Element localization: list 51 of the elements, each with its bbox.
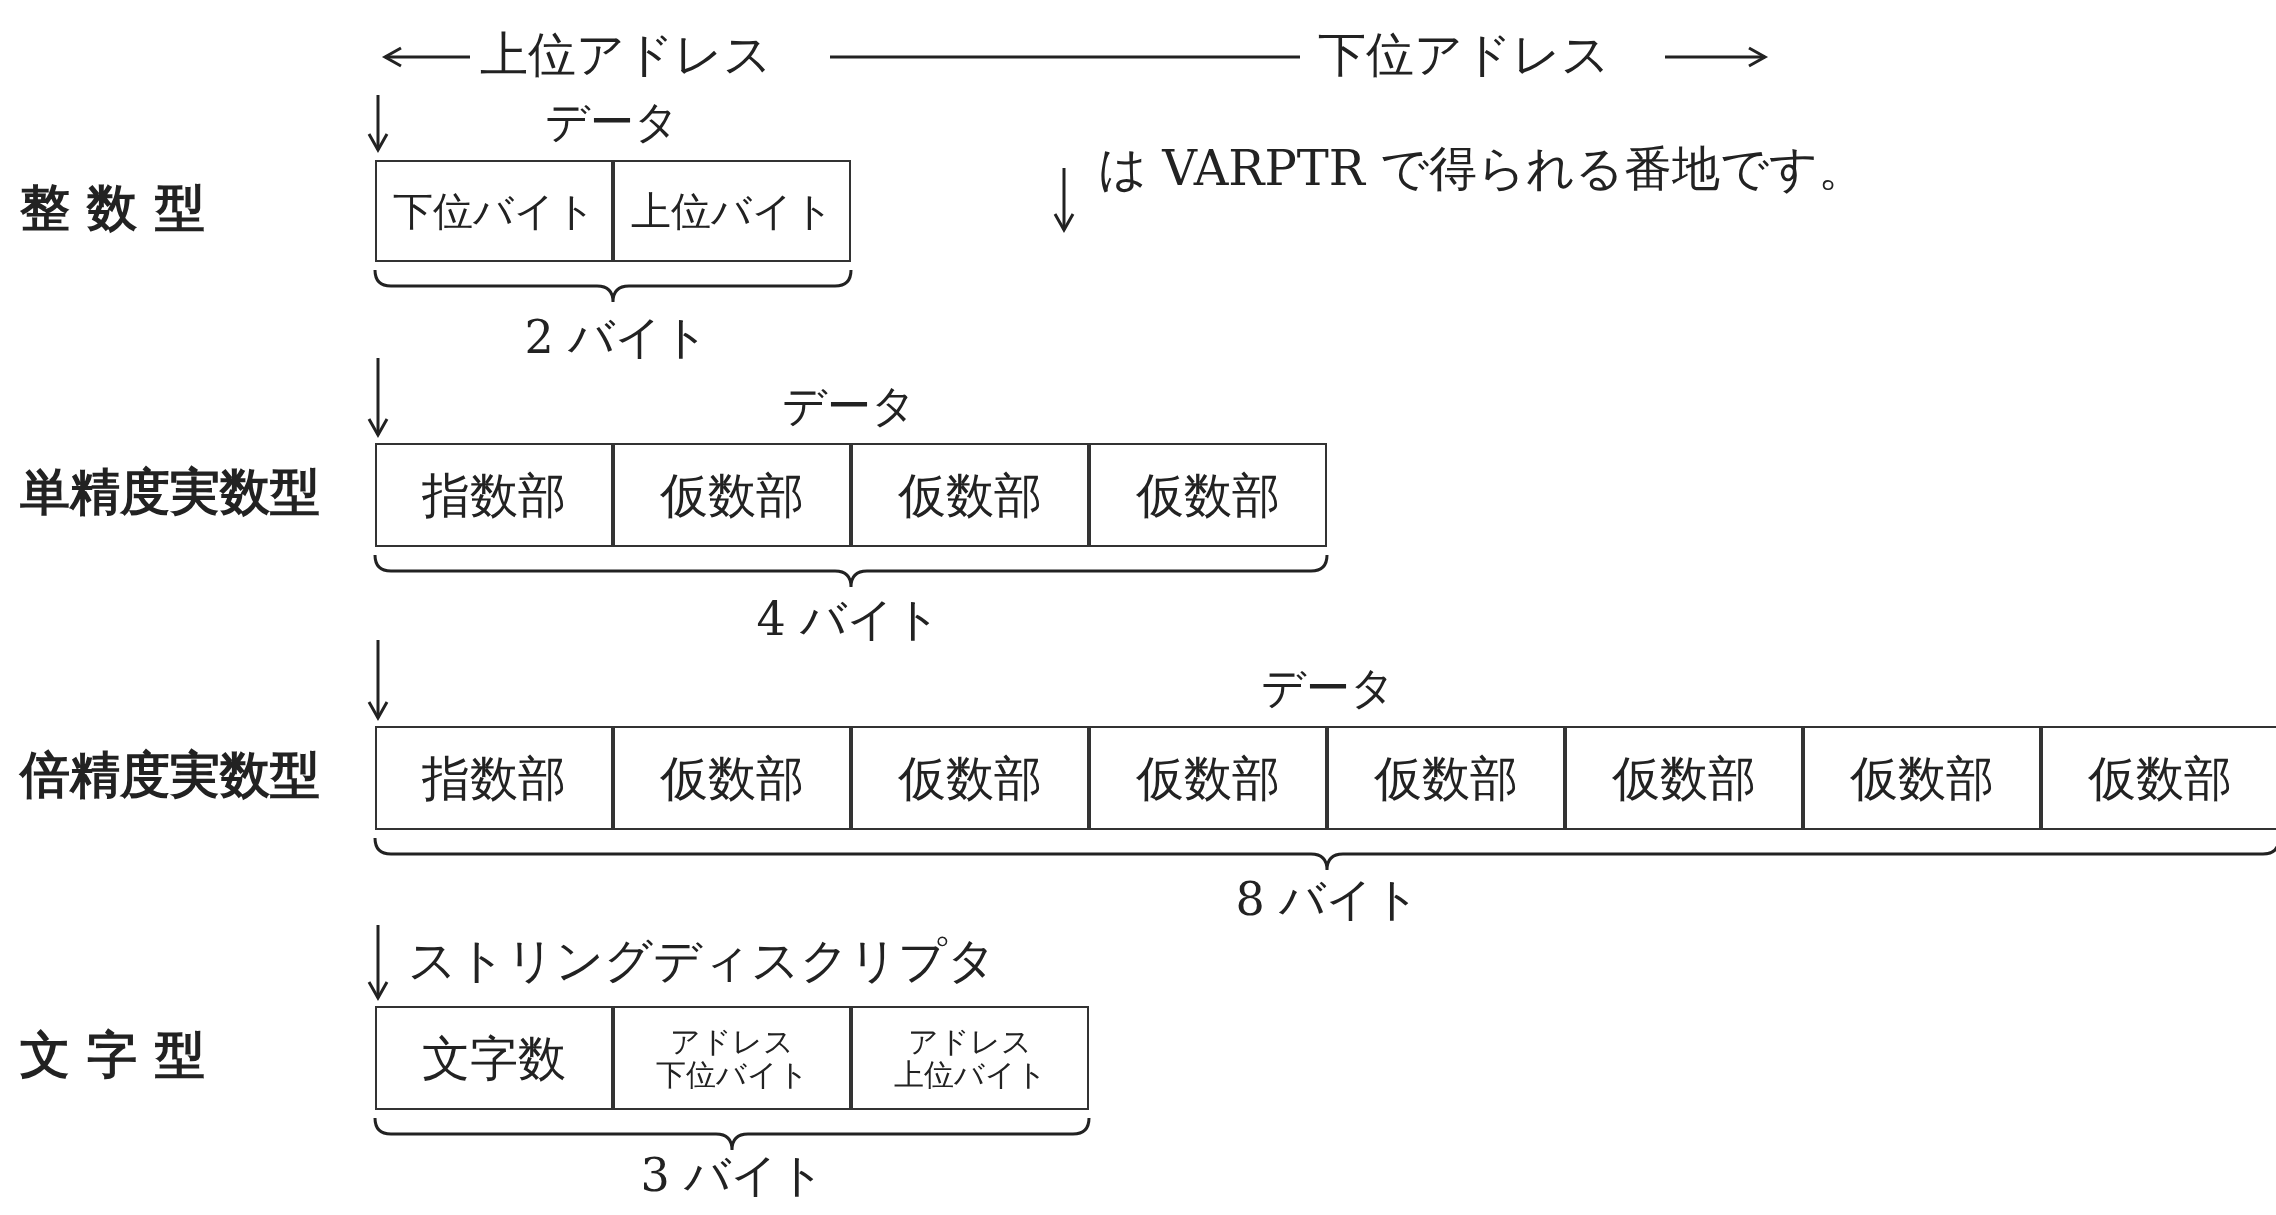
- cell-text: 仮数部: [1374, 751, 1518, 805]
- memory-cell: [613, 443, 851, 547]
- cell-text: 仮数部: [1136, 751, 1280, 805]
- memory-cell: [375, 443, 613, 547]
- memory-cell: [613, 1006, 851, 1110]
- memory-cell: [1565, 726, 1803, 830]
- cell-text: 仮数部: [1612, 751, 1756, 805]
- type-label: 整 数 型: [20, 178, 205, 238]
- size-label: 2 バイト: [524, 310, 710, 366]
- memory-cell: [1089, 726, 1327, 830]
- cell-text: 下位バイト: [655, 1058, 809, 1091]
- memory-cell: [2041, 726, 2276, 830]
- cell-text: 仮数部: [660, 751, 804, 805]
- data-label: データ: [1261, 662, 1395, 715]
- memory-cell: [851, 726, 1089, 830]
- cell-text: 上位バイト: [893, 1058, 1047, 1091]
- address-label: 上位アドレス: [480, 26, 772, 84]
- memory-cell: [375, 160, 613, 262]
- memory-cell: [851, 1006, 1089, 1110]
- cell-text: アドレス: [908, 1025, 1032, 1058]
- memory-cell: [613, 726, 851, 830]
- cell-text: 指数部: [422, 751, 566, 805]
- memory-cell: [375, 726, 613, 830]
- field-label: ストリングディスクリプタ: [408, 932, 996, 990]
- cell-text: 仮数部: [1850, 751, 1994, 805]
- data-label: データ: [545, 96, 679, 149]
- cell-text: 仮数部: [898, 468, 1042, 522]
- cell-text: 指数部: [422, 468, 566, 522]
- type-label: 文 字 型: [20, 1025, 205, 1085]
- size-label: 8 バイト: [1235, 872, 1421, 928]
- size-label: 3 バイト: [640, 1148, 826, 1204]
- cell-text: 仮数部: [1136, 468, 1280, 522]
- memory-cell: [1089, 443, 1327, 547]
- size-label: 4 バイト: [756, 592, 942, 648]
- cell-text: 文字数: [422, 1031, 566, 1085]
- type-label: 単精度実数型: [20, 462, 320, 522]
- memory-cell: [1327, 726, 1565, 830]
- cell-text: 上位バイト: [630, 189, 834, 233]
- type-label: 倍精度実数型: [20, 745, 320, 805]
- cell-text: 仮数部: [660, 468, 804, 522]
- memory-cell: [613, 160, 851, 262]
- cell-text: 仮数部: [2088, 751, 2232, 805]
- cell-text: 仮数部: [898, 751, 1042, 805]
- memory-cell: [851, 443, 1089, 547]
- memory-cell: [1803, 726, 2041, 830]
- cell-text: アドレス: [670, 1025, 794, 1058]
- memory-cell: [375, 1006, 613, 1110]
- data-label: データ: [782, 380, 916, 433]
- cell-text: 下位バイト: [392, 189, 596, 233]
- address-label: 下位アドレス: [1318, 26, 1610, 84]
- note-text: は VARPTR で得られる番地です。: [1098, 140, 1867, 198]
